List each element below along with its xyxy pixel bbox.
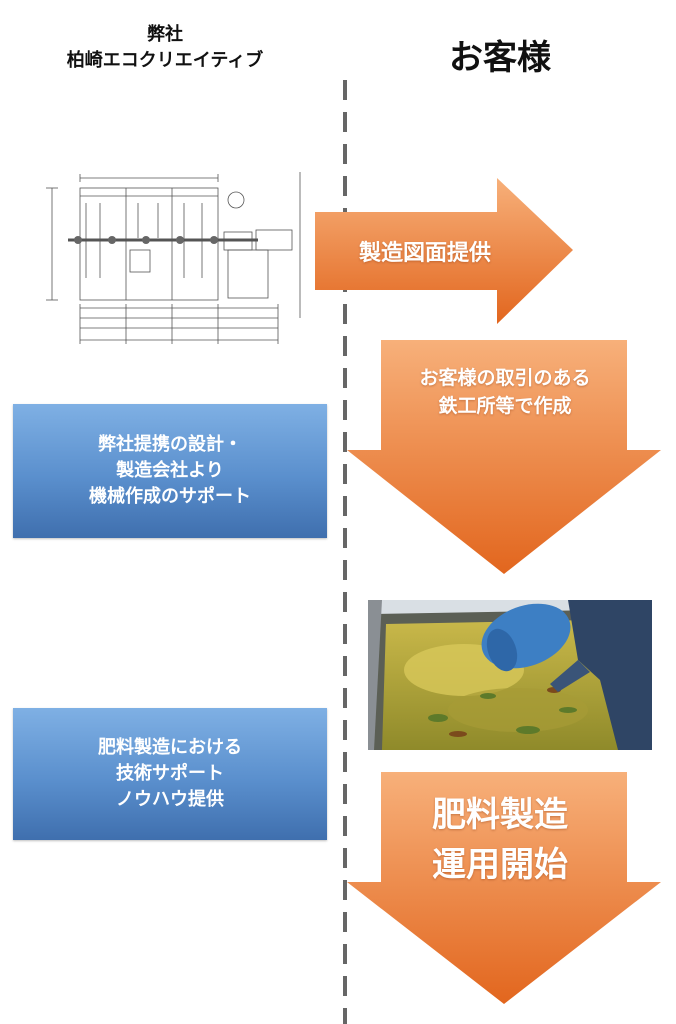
company-name: 柏崎エコクリエイティブ [66,50,264,71]
operation-start-line1: 肥料製造 [432,795,568,835]
operation-start-label: 肥料製造 運用開始 [380,790,620,890]
company-label: 弊社 [147,24,183,45]
design-support-box: 弊社提携の設計・ 製造会社より 機械作成のサポート [13,404,327,538]
technical-support-line2: 技術サポート [116,763,224,784]
drawing-provision-arrow [315,178,573,324]
ironworks-label-line2: 鉄工所等で作成 [438,395,572,417]
company-header: 弊社 柏崎エコクリエイティブ [0,22,330,74]
operation-start-arrow [347,772,661,1004]
drawing-provision-label: 製造図面提供 [358,241,491,266]
machine-drawing-image [46,172,301,344]
column-divider [343,80,347,1024]
technical-support-line1: 肥料製造における [98,737,242,758]
ironworks-label: お客様の取引のある 鉄工所等で作成 [370,364,640,420]
operation-start-line2: 運用開始 [432,845,568,885]
design-support-line2: 製造会社より [116,460,224,481]
design-support-line3: 機械作成のサポート [89,486,251,507]
compost-photo-image [368,600,652,750]
technical-support-line3: ノウハウ提供 [116,789,224,810]
customer-header: お客様 [449,38,551,78]
technical-support-box: 肥料製造における 技術サポート ノウハウ提供 [13,708,327,840]
ironworks-arrow [347,340,661,574]
ironworks-label-line1: お客様の取引のある [419,367,591,389]
design-support-line1: 弊社提携の設計・ [98,434,242,455]
